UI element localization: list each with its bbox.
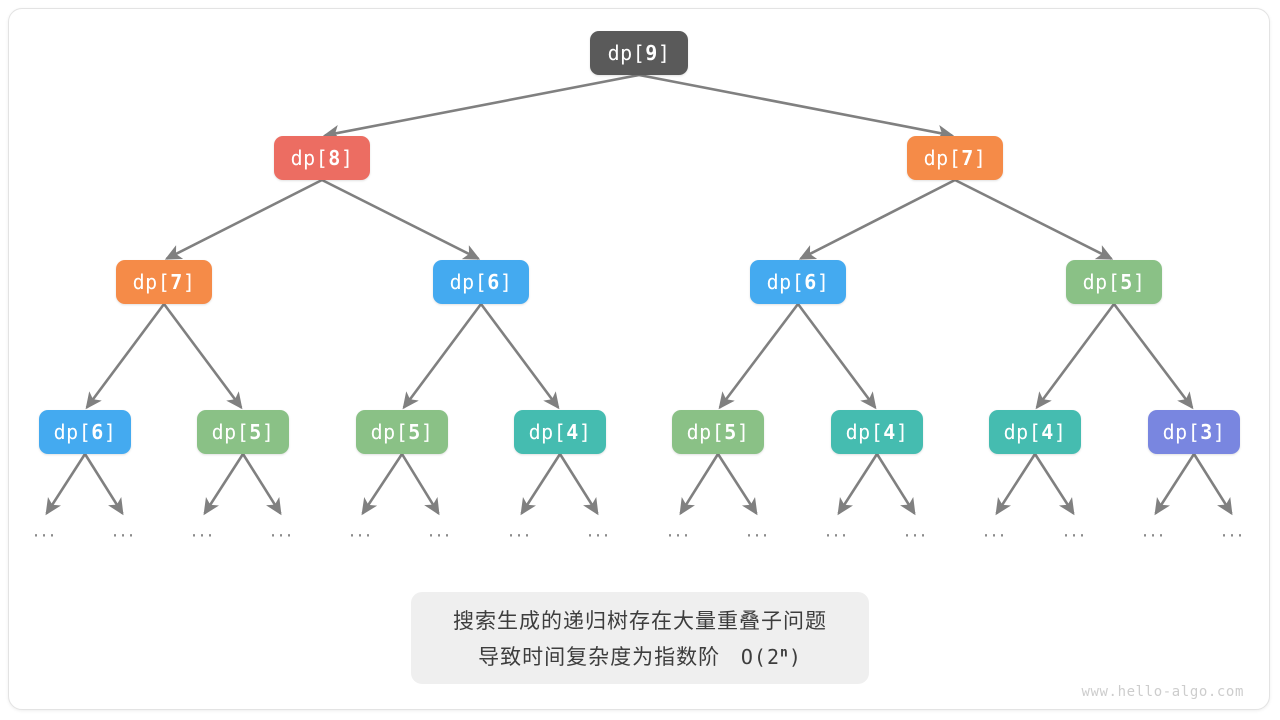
ellipsis-marker: ··· (427, 525, 453, 547)
tree-node-dp5: dp[5] (356, 410, 448, 454)
ellipsis-marker: ··· (111, 525, 137, 547)
node-index: 5 (724, 420, 737, 444)
complexity-suffix: ) (788, 645, 802, 669)
ellipsis-marker: ··· (1141, 525, 1167, 547)
node-index: 4 (566, 420, 579, 444)
node-suffix: ] (1132, 270, 1146, 294)
node-suffix: ] (420, 420, 434, 444)
node-index: 4 (883, 420, 896, 444)
tree-node-dp5: dp[5] (197, 410, 289, 454)
node-prefix: dp[ (1003, 420, 1042, 444)
node-index: 3 (1200, 420, 1213, 444)
ellipsis-marker: ··· (666, 525, 692, 547)
node-suffix: ] (895, 420, 909, 444)
tree-node-dp6: dp[6] (39, 410, 131, 454)
node-index: 9 (645, 41, 658, 65)
ellipsis-marker: ··· (745, 525, 771, 547)
complexity-exponent: n (779, 645, 789, 661)
node-prefix: dp[ (1162, 420, 1201, 444)
node-index: 6 (804, 270, 817, 294)
node-suffix: ] (1212, 420, 1226, 444)
node-prefix: dp[ (607, 41, 646, 65)
node-prefix: dp[ (1082, 270, 1121, 294)
node-index: 6 (91, 420, 104, 444)
node-index: 5 (249, 420, 262, 444)
tree-node-dp6: dp[6] (750, 260, 846, 304)
ellipsis-marker: ··· (348, 525, 374, 547)
ellipsis-marker: ··· (1062, 525, 1088, 547)
node-suffix: ] (103, 420, 117, 444)
node-prefix: dp[ (686, 420, 725, 444)
tree-node-dp5: dp[5] (672, 410, 764, 454)
tree-node-dp7: dp[7] (116, 260, 212, 304)
ellipsis-marker: ··· (1220, 525, 1246, 547)
node-prefix: dp[ (528, 420, 567, 444)
ellipsis-marker: ··· (190, 525, 216, 547)
node-suffix: ] (657, 41, 671, 65)
node-prefix: dp[ (132, 270, 171, 294)
caption-line-2-text: 导致时间复杂度为指数阶 (478, 645, 721, 669)
node-suffix: ] (578, 420, 592, 444)
watermark: www.hello-algo.com (1081, 684, 1244, 700)
tree-node-dp5: dp[5] (1066, 260, 1162, 304)
node-prefix: dp[ (845, 420, 884, 444)
ellipsis-marker: ··· (824, 525, 850, 547)
node-prefix: dp[ (923, 146, 962, 170)
node-suffix: ] (973, 146, 987, 170)
tree-node-dp8: dp[8] (274, 136, 370, 180)
node-index: 4 (1041, 420, 1054, 444)
node-suffix: ] (499, 270, 513, 294)
node-suffix: ] (1053, 420, 1067, 444)
node-prefix: dp[ (290, 146, 329, 170)
tree-node-dp3: dp[3] (1148, 410, 1240, 454)
ellipsis-marker: ··· (507, 525, 533, 547)
tree-node-dp6: dp[6] (433, 260, 529, 304)
node-index: 6 (487, 270, 500, 294)
node-suffix: ] (816, 270, 830, 294)
node-prefix: dp[ (53, 420, 92, 444)
caption-line-1: 搜索生成的递归树存在大量重叠子问题 (453, 609, 827, 633)
ellipsis-marker: ··· (586, 525, 612, 547)
node-prefix: dp[ (449, 270, 488, 294)
node-suffix: ] (736, 420, 750, 444)
node-prefix: dp[ (370, 420, 409, 444)
node-suffix: ] (182, 270, 196, 294)
caption-box: 搜索生成的递归树存在大量重叠子问题 导致时间复杂度为指数阶 O(2n) (411, 592, 869, 684)
ellipsis-marker: ··· (32, 525, 58, 547)
node-suffix: ] (261, 420, 275, 444)
tree-node-dp9: dp[9] (590, 31, 688, 75)
node-suffix: ] (340, 146, 354, 170)
ellipsis-marker: ··· (269, 525, 295, 547)
tree-node-dp4: dp[4] (831, 410, 923, 454)
node-index: 7 (961, 146, 974, 170)
node-index: 5 (408, 420, 421, 444)
node-index: 5 (1120, 270, 1133, 294)
tree-node-dp7: dp[7] (907, 136, 1003, 180)
complexity-prefix: O(2 (740, 645, 780, 669)
tree-node-dp4: dp[4] (514, 410, 606, 454)
complexity-expression: O(2n) (728, 645, 802, 669)
tree-node-dp4: dp[4] (989, 410, 1081, 454)
node-prefix: dp[ (766, 270, 805, 294)
node-index: 7 (170, 270, 183, 294)
node-prefix: dp[ (211, 420, 250, 444)
ellipsis-marker: ··· (982, 525, 1008, 547)
node-index: 8 (328, 146, 341, 170)
ellipsis-marker: ··· (903, 525, 929, 547)
caption-line-2: 导致时间复杂度为指数阶 O(2n) (478, 641, 802, 671)
